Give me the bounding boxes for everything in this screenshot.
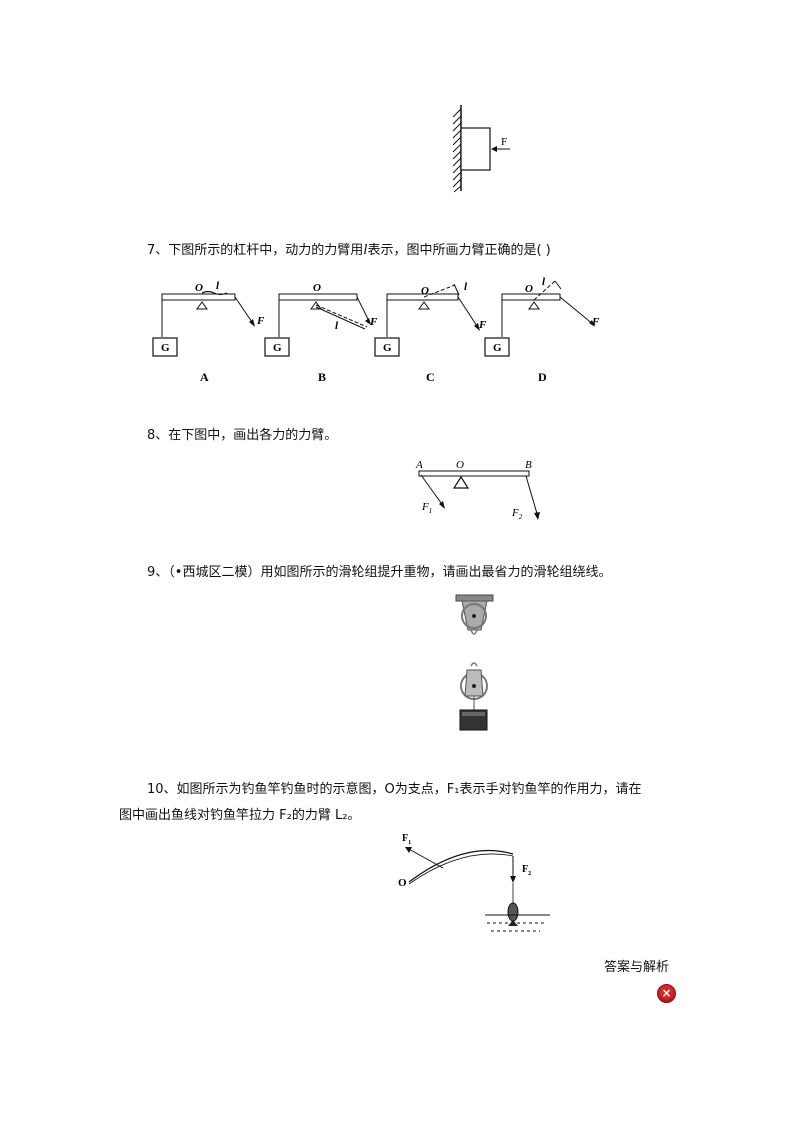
force-f2-label: F2 [511,507,523,521]
pulley-system-figure [450,590,500,735]
point-b-label: B [525,459,532,471]
option-d-diagram[interactable]: O l F G D [484,276,600,384]
force-label-f: F [501,136,507,148]
option-b-diagram[interactable]: O l F G B [264,282,378,384]
wall-block-figure: F [450,103,520,193]
option-b-letter: B [318,370,326,384]
option-a-weight: G [161,342,170,354]
question-8-text: 8、在下图中，画出各力的力臂。 [147,428,338,443]
option-b-pivot: O [313,282,321,294]
option-c-weight: G [383,342,392,354]
pivot-o-label: O [456,459,464,471]
question-10-line-1: 10、如图所示为钓鱼竿钓鱼时的示意图，O为支点，F₁表示手对钓鱼竿的作用力，请在 [147,782,642,797]
question-7-options-figure: O l F G A O l F G B [148,275,618,390]
option-a-pivot: O [195,282,203,294]
fishing-rod-figure: O F1 F2 [395,826,555,941]
option-b-arm: l [335,320,339,332]
option-c-force: F [478,319,487,331]
option-d-letter: D [538,370,547,384]
force-f1-label: F1 [402,833,411,846]
option-c-pivot: O [421,285,429,297]
lever-figure: A O B F1 F2 [410,455,550,525]
option-b-weight: G [273,342,282,354]
option-d-pivot: O [525,283,533,295]
answer-analysis-link[interactable]: 答案与解析 [604,960,670,975]
option-c-diagram[interactable]: O l F G C [374,281,487,384]
point-a-label: A [415,459,423,471]
option-c-letter: C [426,370,435,384]
force-f1-label: F1 [421,501,432,515]
option-b-force: F [369,316,378,328]
option-d-force: F [591,316,600,328]
option-d-weight: G [493,342,502,354]
close-icon[interactable]: × [657,984,676,1003]
option-d-arm: l [542,276,546,288]
option-a-diagram[interactable]: O l F G A [152,280,265,384]
question-9-text: 9、（•西城区二模）用如图所示的滑轮组提升重物，请画出最省力的滑轮组绕线。 [147,565,612,580]
question-10-line-2: 图中画出鱼线对钓鱼竿拉力 F₂的力臂 L₂。 [119,808,361,823]
arm-symbol: l [363,242,368,258]
pivot-o-label: O [398,877,407,889]
question-7-text: 7、下图所示的杠杆中，动力的力臂用l表示，图中所画力臂正确的是( ) [147,242,551,258]
option-c-arm: l [464,281,468,293]
option-a-force: F [256,315,265,327]
option-a-letter: A [200,370,209,384]
force-f2-label: F2 [522,864,531,877]
option-a-arm: l [216,280,220,292]
